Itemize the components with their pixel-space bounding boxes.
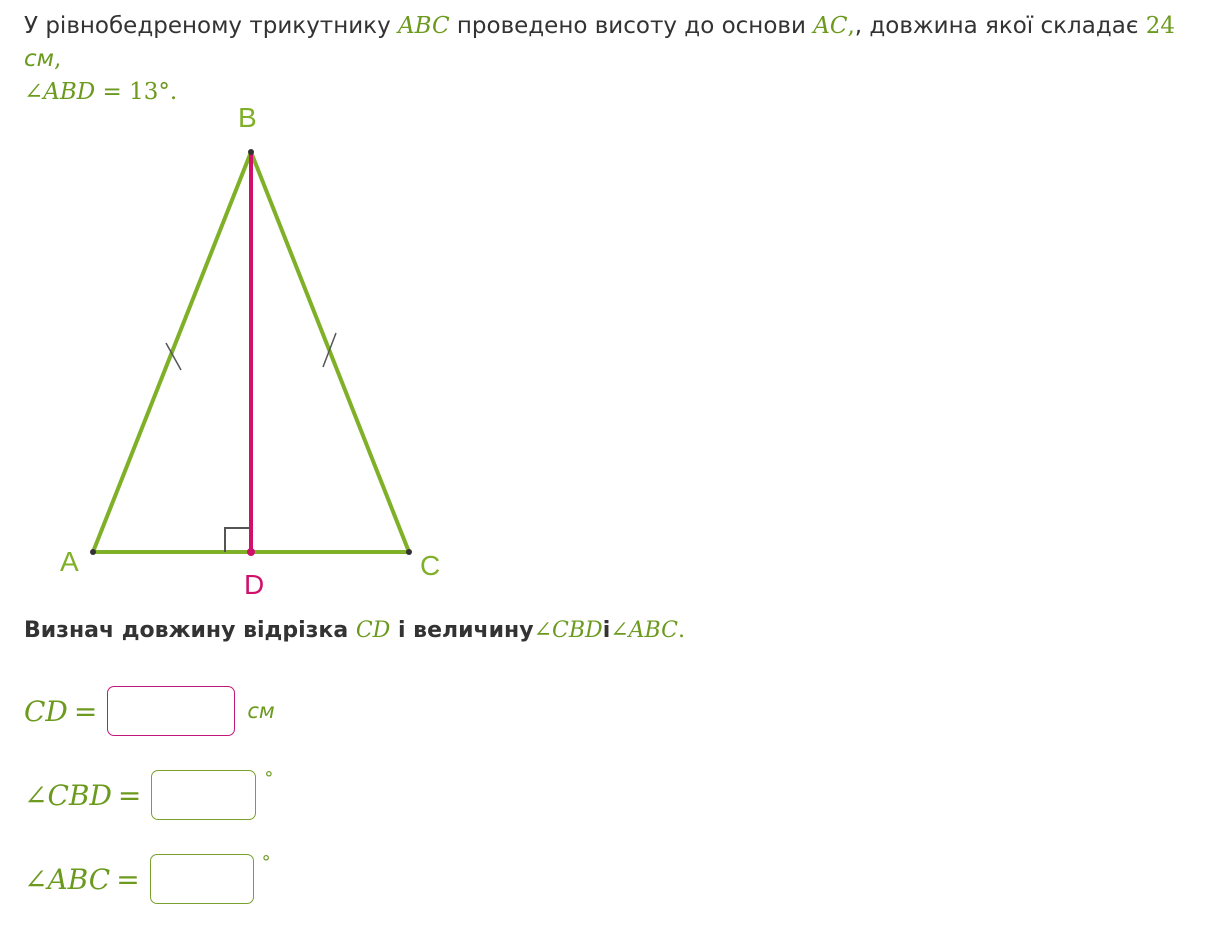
task-text-1: Визнач довжину відрізка — [24, 618, 356, 643]
given-angle-label: ∠ABD — [24, 79, 96, 105]
label-a: A — [60, 546, 79, 577]
tick-mark-bc — [322, 332, 337, 368]
label-d: D — [244, 569, 264, 600]
problem-text-1: У рівнобедреному трикутнику — [24, 13, 398, 39]
equals-sign: = — [73, 694, 98, 728]
answer-row-abc: ∠ABC = ° — [24, 852, 271, 904]
angle-abc: ∠ABC — [610, 618, 678, 643]
angle-cbd: ∠CBD — [533, 618, 603, 643]
task-statement: Визнач довжину відрізка CD і величину∠CB… — [24, 618, 685, 643]
task-dot: . — [677, 618, 685, 643]
length-unit: см — [24, 46, 54, 72]
equals-sign: = — [117, 778, 142, 812]
point-a — [90, 549, 96, 555]
degree-symbol: ° — [264, 768, 274, 789]
base-length: 24 — [1145, 13, 1176, 39]
point-d — [247, 548, 255, 556]
base-name: AC — [813, 13, 848, 39]
comma: , — [54, 46, 62, 72]
answer-label-abc: ∠ABC — [24, 862, 111, 896]
degree-symbol: ° — [261, 852, 271, 873]
label-b: B — [238, 102, 257, 133]
answer-row-cd: CD = см — [24, 686, 275, 736]
cbd-input[interactable] — [151, 770, 257, 820]
label-c: C — [420, 550, 440, 581]
equals-sign: = — [116, 862, 140, 896]
given-angle-value: = 13°. — [95, 79, 178, 105]
side-bc — [249, 151, 411, 553]
triangle-name: ABC — [398, 13, 450, 39]
point-b — [248, 149, 254, 155]
cd-input[interactable] — [107, 686, 236, 736]
problem-text-3: , довжина якої складає — [854, 13, 1146, 39]
right-angle-mark — [224, 527, 251, 552]
problem-text-3-comma: , — [847, 13, 855, 39]
answer-label-cbd: ∠CBD — [24, 778, 112, 812]
point-c — [406, 549, 412, 555]
problem-text-2: проведено висоту до основи — [449, 13, 814, 39]
answer-label-cd: CD — [24, 694, 68, 728]
segment-cd: CD — [355, 618, 391, 643]
triangle-figure: B A C D — [60, 102, 440, 600]
task-text-2: і величину — [390, 618, 534, 643]
side-ab — [91, 151, 253, 553]
abc-input[interactable] — [149, 854, 254, 904]
answer-row-cbd: ∠CBD = ° — [24, 768, 274, 820]
task-text-3: і — [602, 618, 611, 643]
problem-statement: У рівнобедреному трикутнику ABC проведен… — [24, 10, 1204, 109]
tick-mark-ab — [165, 342, 182, 371]
cd-unit: см — [247, 699, 275, 723]
